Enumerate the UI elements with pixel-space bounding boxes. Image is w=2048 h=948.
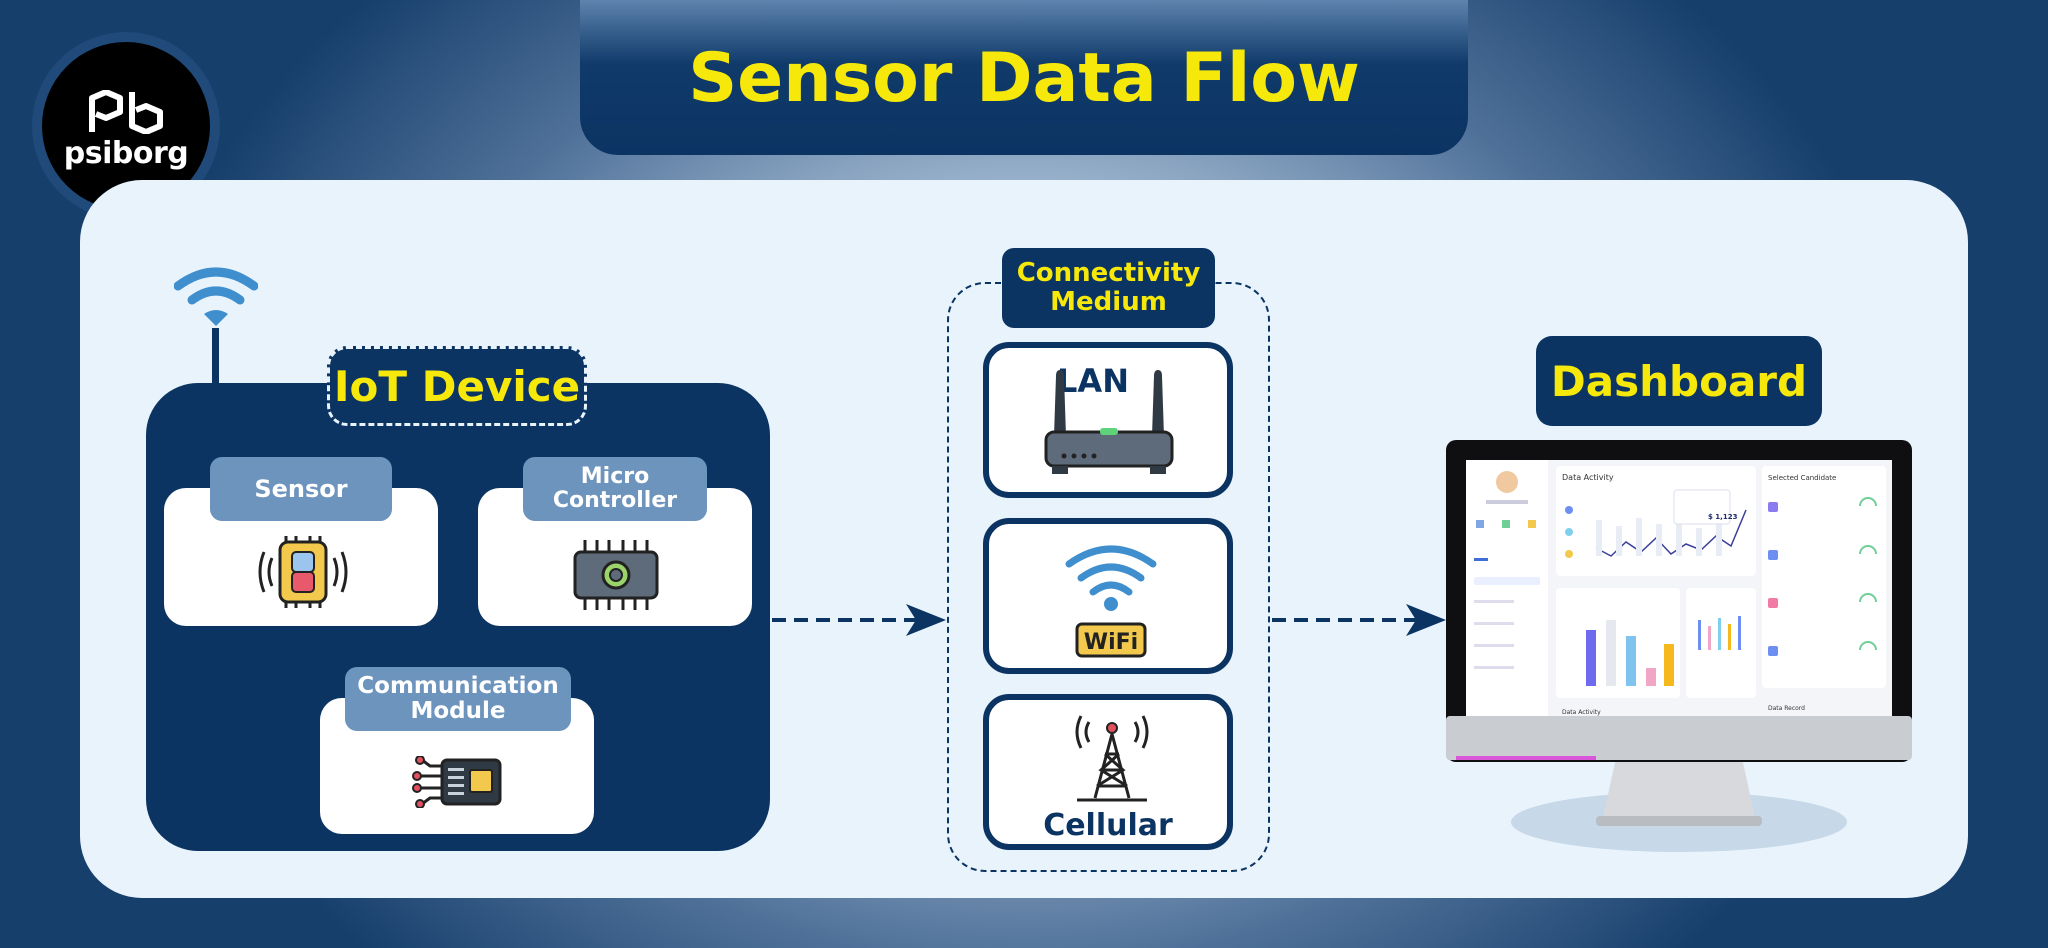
wifi-card: WiFi — [983, 518, 1233, 674]
lan-card: LAN — [983, 342, 1233, 498]
microcontroller-tag: Micro Controller — [523, 457, 707, 521]
cellular-card: Cellular — [983, 694, 1233, 850]
connectivity-label: Connectivity Medium — [1002, 248, 1215, 328]
page-title: Sensor Data Flow — [688, 39, 1360, 118]
sensor-tag: Sensor — [210, 457, 392, 521]
cellular-label: Cellular — [1043, 808, 1173, 843]
iot-device-label: IoT Device — [327, 346, 587, 426]
flow-arrow-to-connectivity — [772, 604, 946, 636]
communication-module-tag: Communication Module — [345, 667, 571, 731]
sensor-icon — [258, 536, 348, 608]
flow-arrow-to-dashboard — [1272, 604, 1446, 636]
title-banner: Sensor Data Flow — [580, 0, 1468, 155]
microcontroller-chip-icon — [573, 540, 659, 610]
screen-panel-title-1: Data Activity — [1562, 473, 1614, 482]
psiborg-mark-icon — [89, 89, 163, 134]
monitor-icon: Data Activity $ 1,123 Selected Candidate… — [1446, 440, 1912, 852]
wifi-badge-text: WiFi — [1083, 630, 1139, 655]
dashboard-label: Dashboard — [1536, 336, 1822, 426]
lan-label: LAN — [1057, 362, 1129, 400]
router-icon — [1044, 370, 1174, 474]
screen-price: $ 1,123 — [1708, 513, 1738, 521]
screen-panel-title-3: Data Activity — [1562, 709, 1601, 716]
cell-tower-icon — [1075, 715, 1149, 802]
logo-text: psiborg — [63, 135, 189, 171]
antenna-wifi-icon — [174, 267, 258, 386]
wifi-icon — [1065, 545, 1157, 658]
screen-panel-title-4: Data Record — [1768, 705, 1805, 712]
communication-module-icon — [412, 756, 502, 808]
screen-panel-title-2: Selected Candidate — [1768, 474, 1836, 482]
